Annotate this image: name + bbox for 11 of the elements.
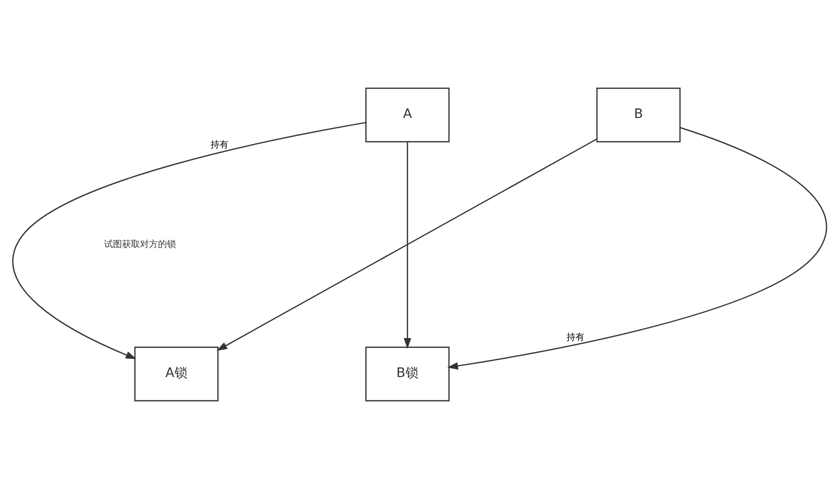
node-box: A — [365, 87, 450, 142]
arrow — [404, 141, 412, 348]
arrow — [12, 121, 366, 359]
arrow — [447, 126, 827, 370]
edge-label: 持有 — [566, 332, 585, 343]
node-box: B锁 — [365, 346, 450, 401]
edge-label: 持有 — [210, 140, 228, 150]
arrow — [216, 138, 597, 350]
label: 试图获取对方的锁 — [104, 239, 176, 250]
node-box: B — [596, 87, 681, 142]
node-box: A锁 — [134, 346, 219, 401]
